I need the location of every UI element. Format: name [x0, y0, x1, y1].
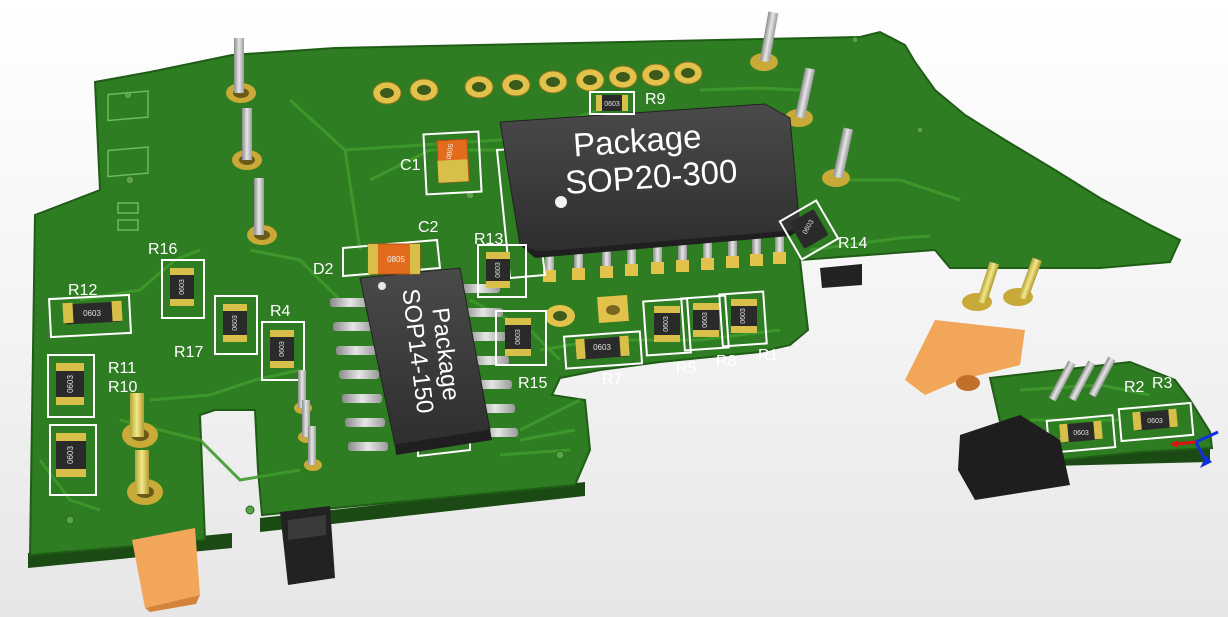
resistor-r15[interactable]: 0603	[495, 310, 547, 366]
label-c1: C1	[400, 157, 421, 174]
z-axis-icon	[1194, 441, 1207, 461]
pins-wing-silver	[1048, 356, 1116, 402]
label-r17: R17	[174, 344, 203, 361]
label-r3: R3	[1152, 375, 1173, 392]
connector-middle-black	[280, 506, 335, 585]
connector-right-black	[820, 264, 1070, 500]
label-r12: R12	[68, 282, 97, 299]
r12-marking: 0603	[83, 309, 101, 318]
resistors: 0603 0603 0603 0603 0603	[47, 91, 1195, 496]
r17-marking: 0603	[232, 315, 239, 331]
ic-sop14-pin1-marker	[378, 282, 386, 290]
label-r11: R11	[108, 360, 136, 377]
capacitor-c1[interactable]: 0805	[422, 130, 483, 196]
r9-marking: 0603	[604, 101, 620, 108]
silkscreen-footprints	[107, 90, 149, 231]
ic-sop14[interactable]: Package SOP14-150	[330, 238, 518, 458]
label-r8: R8	[716, 353, 737, 370]
pins-left-gold	[122, 393, 163, 505]
ic-sop20-pins	[545, 220, 784, 280]
pad-row-top	[372, 61, 703, 105]
label-r1: R1	[758, 347, 779, 364]
copper-traces	[38, 86, 1151, 512]
resistor-r3[interactable]: 0603	[1117, 401, 1195, 443]
label-c2: C2	[418, 219, 439, 236]
ic-sop20-label-line1: Package	[572, 118, 703, 164]
label-r7: R7	[602, 371, 623, 388]
x-axis-icon	[1175, 440, 1197, 446]
resistor-r8[interactable]: 0603	[680, 294, 730, 352]
r16-marking: 0603	[179, 279, 186, 295]
connector-left-orange	[132, 528, 200, 612]
connector-right-orange	[905, 320, 1025, 395]
r11-marking: 0603	[66, 375, 75, 393]
r7-marking: 0603	[593, 343, 611, 352]
label-r15: R15	[518, 375, 547, 392]
label-r10: R10	[108, 379, 137, 396]
label-r13: R13	[474, 231, 503, 248]
pin-header-left	[226, 38, 277, 245]
pad-row-holes	[380, 68, 695, 98]
label-r5: R5	[676, 360, 697, 377]
r1-marking: 0603	[740, 308, 747, 324]
pin-header-right	[750, 11, 854, 187]
designator-labels: C1 C2 D2 R16 R12 R11 R10 R17 R4 R13 R15 …	[68, 91, 1173, 396]
pcb-board	[28, 30, 1214, 568]
top-header-pins	[226, 11, 854, 245]
resistor-r12[interactable]: 0603	[48, 293, 132, 339]
resistor-r14[interactable]: 0603	[778, 199, 840, 261]
r10-marking: 0603	[66, 446, 75, 464]
r5-marking: 0603	[663, 316, 670, 332]
ic-sop20[interactable]: Package SOP20-300	[495, 103, 801, 327]
label-r14: R14	[838, 235, 867, 252]
resistor-r17[interactable]: 0603	[214, 295, 258, 355]
label-r2: R2	[1124, 379, 1145, 396]
resistor-r1[interactable]: 0603	[718, 290, 768, 348]
pin1-marker	[555, 196, 567, 208]
sop20-thermal-pads	[545, 294, 629, 327]
label-r4: R4	[270, 303, 291, 320]
resistor-r11[interactable]: 0603	[47, 354, 95, 418]
r15-marking: 0603	[515, 329, 522, 345]
y-axis-icon	[1195, 430, 1219, 444]
resistor-r9[interactable]: 0603	[589, 91, 635, 115]
label-d2: D2	[313, 261, 334, 278]
label-r9: R9	[645, 91, 666, 108]
ic-sop14-pins-left	[330, 298, 388, 451]
resistor-r10[interactable]: 0603	[49, 424, 97, 496]
board-edge-right	[260, 482, 585, 532]
resistor-r13[interactable]: 0603	[477, 244, 527, 298]
label-r16: R16	[148, 241, 177, 258]
r4-marking: 0603	[279, 341, 286, 357]
r3-marking: 0603	[1147, 418, 1163, 425]
c1-marking: 0805	[446, 143, 456, 160]
pins-middle-silver	[294, 370, 322, 471]
resistor-r16[interactable]: 0603	[161, 259, 205, 319]
axes-gizmo[interactable]	[1170, 430, 1219, 468]
resistor-r5[interactable]: 0603	[642, 297, 692, 357]
r8-marking: 0603	[702, 312, 709, 328]
r13-marking: 0603	[495, 262, 502, 278]
c2-marking: 0805	[387, 255, 405, 264]
resistor-r4[interactable]: 0603	[261, 321, 305, 381]
resistor-r7[interactable]: 0603	[562, 330, 644, 370]
capacitor-c2[interactable]: 0805	[367, 243, 421, 275]
r2-marking: 0603	[1073, 430, 1089, 437]
board-surface	[28, 30, 1182, 557]
pins-right-gold	[962, 257, 1042, 311]
